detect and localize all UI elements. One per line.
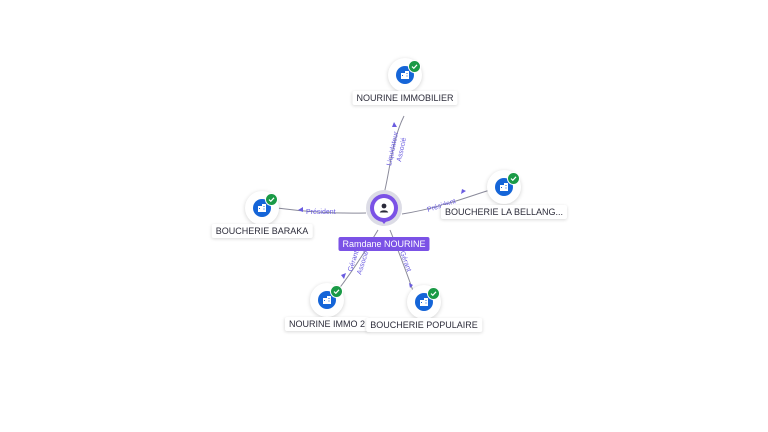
verified-check-icon — [507, 172, 520, 185]
company-node-nourine-immobilier[interactable] — [388, 58, 422, 92]
company-label-boucherie-baraka[interactable]: BOUCHERIE BARAKA — [211, 224, 313, 238]
verified-check-icon — [427, 287, 440, 300]
edge-nourine-immobilier: Liquidateur Associé — [383, 115, 408, 195]
company-label-nourine-immo-2[interactable]: NOURINE IMMO 2 — [284, 317, 370, 331]
verified-check-icon — [265, 193, 278, 206]
verified-check-icon — [408, 60, 421, 73]
company-node-boucherie-baraka[interactable] — [245, 191, 279, 225]
person-icon — [374, 198, 394, 218]
person-node[interactable] — [366, 190, 402, 226]
company-node-boucherie-populaire[interactable] — [407, 285, 441, 319]
company-label-boucherie-populaire[interactable]: BOUCHERIE POPULAIRE — [366, 318, 482, 332]
company-node-boucherie-la-bellang[interactable] — [487, 170, 521, 204]
person-label[interactable]: Ramdane NOURINE — [338, 237, 430, 251]
verified-check-icon — [330, 285, 343, 298]
company-label-boucherie-la-bellang[interactable]: BOUCHERIE LA BELLANG... — [440, 205, 568, 219]
edge-label-president-baraka: Président — [306, 209, 336, 216]
company-label-nourine-immobilier[interactable]: NOURINE IMMOBILIER — [352, 91, 458, 105]
edge-boucherie-baraka: Président — [276, 207, 367, 216]
edge-label-gerant-populaire: Gérant — [398, 250, 412, 273]
edge-label-associe: Associé — [396, 137, 408, 163]
company-node-nourine-immo-2[interactable] — [310, 283, 344, 317]
